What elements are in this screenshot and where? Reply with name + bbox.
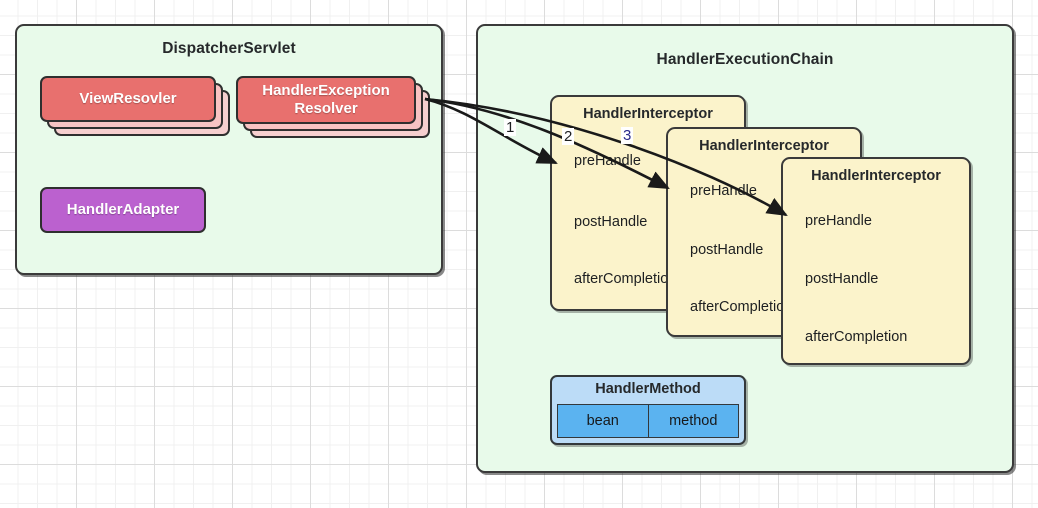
card-handler-adapter-label: HandlerAdapter (40, 187, 206, 233)
interceptor-method-posthandle: postHandle (805, 271, 879, 287)
interceptor-title: HandlerInterceptor (811, 168, 941, 184)
interceptor-card-3[interactable]: HandlerInterceptor preHandle postHandle … (781, 157, 971, 365)
dispatcher-servlet-container: DispatcherServlet (15, 24, 443, 275)
handler-method-cell-bean: bean (586, 413, 619, 429)
interceptor-method-aftercompletion: afterCompletion (805, 329, 908, 345)
interceptor-method-posthandle: postHandle (574, 214, 648, 230)
card-handler-adapter[interactable]: HandlerAdapter (40, 187, 206, 233)
flow-label-2: 2 (562, 128, 575, 145)
handler-method-box[interactable]: HandlerMethod bean method (550, 375, 746, 445)
interceptor-method-posthandle: postHandle (690, 242, 764, 258)
flow-label-3: 3 (621, 127, 634, 144)
interceptor-method-prehandle: preHandle (805, 213, 872, 229)
handler-execution-chain-title: HandlerExecutionChain (656, 51, 834, 68)
interceptor-method-prehandle: preHandle (690, 183, 757, 199)
interceptor-title: HandlerInterceptor (583, 106, 713, 122)
flow-label-1: 1 (504, 119, 517, 136)
handler-method-cell-method: method (647, 405, 739, 437)
card-view-resolver[interactable]: ViewResovler (40, 76, 230, 136)
card-handler-exception-resolver[interactable]: HandlerException Resolver (236, 76, 432, 138)
dispatcher-servlet-title: DispatcherServlet (162, 40, 296, 57)
card-handler-exception-resolver-label: HandlerException Resolver (236, 76, 416, 124)
card-view-resolver-label: ViewResovler (40, 76, 216, 122)
interceptor-method-prehandle: preHandle (574, 153, 641, 169)
interceptor-method-aftercompletion: afterCompletion (690, 299, 793, 315)
interceptor-title: HandlerInterceptor (699, 138, 829, 154)
interceptor-method-aftercompletion: afterCompletion (574, 271, 677, 287)
handler-method-title: HandlerMethod (595, 381, 701, 397)
handler-method-cells: bean method (557, 404, 739, 438)
